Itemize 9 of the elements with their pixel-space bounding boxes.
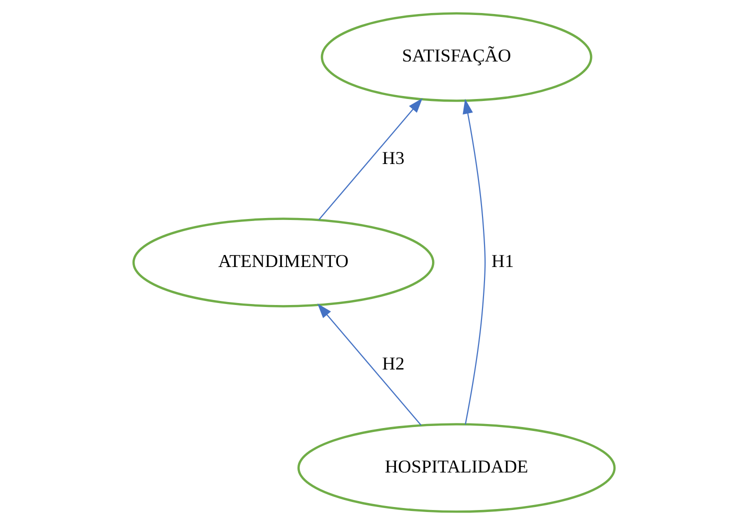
edge-label: H3 <box>382 148 404 168</box>
arrow <box>462 98 486 424</box>
edge-label: H1 <box>491 250 514 270</box>
node-ellipse: HOSPITALIDADE <box>296 422 616 512</box>
node-ellipse: SATISFAÇÃO <box>320 12 592 102</box>
arrow <box>318 98 422 220</box>
arrow <box>316 303 422 426</box>
node-ellipse: ATENDIMENTO <box>132 217 434 307</box>
edge-label: H2 <box>382 353 404 374</box>
